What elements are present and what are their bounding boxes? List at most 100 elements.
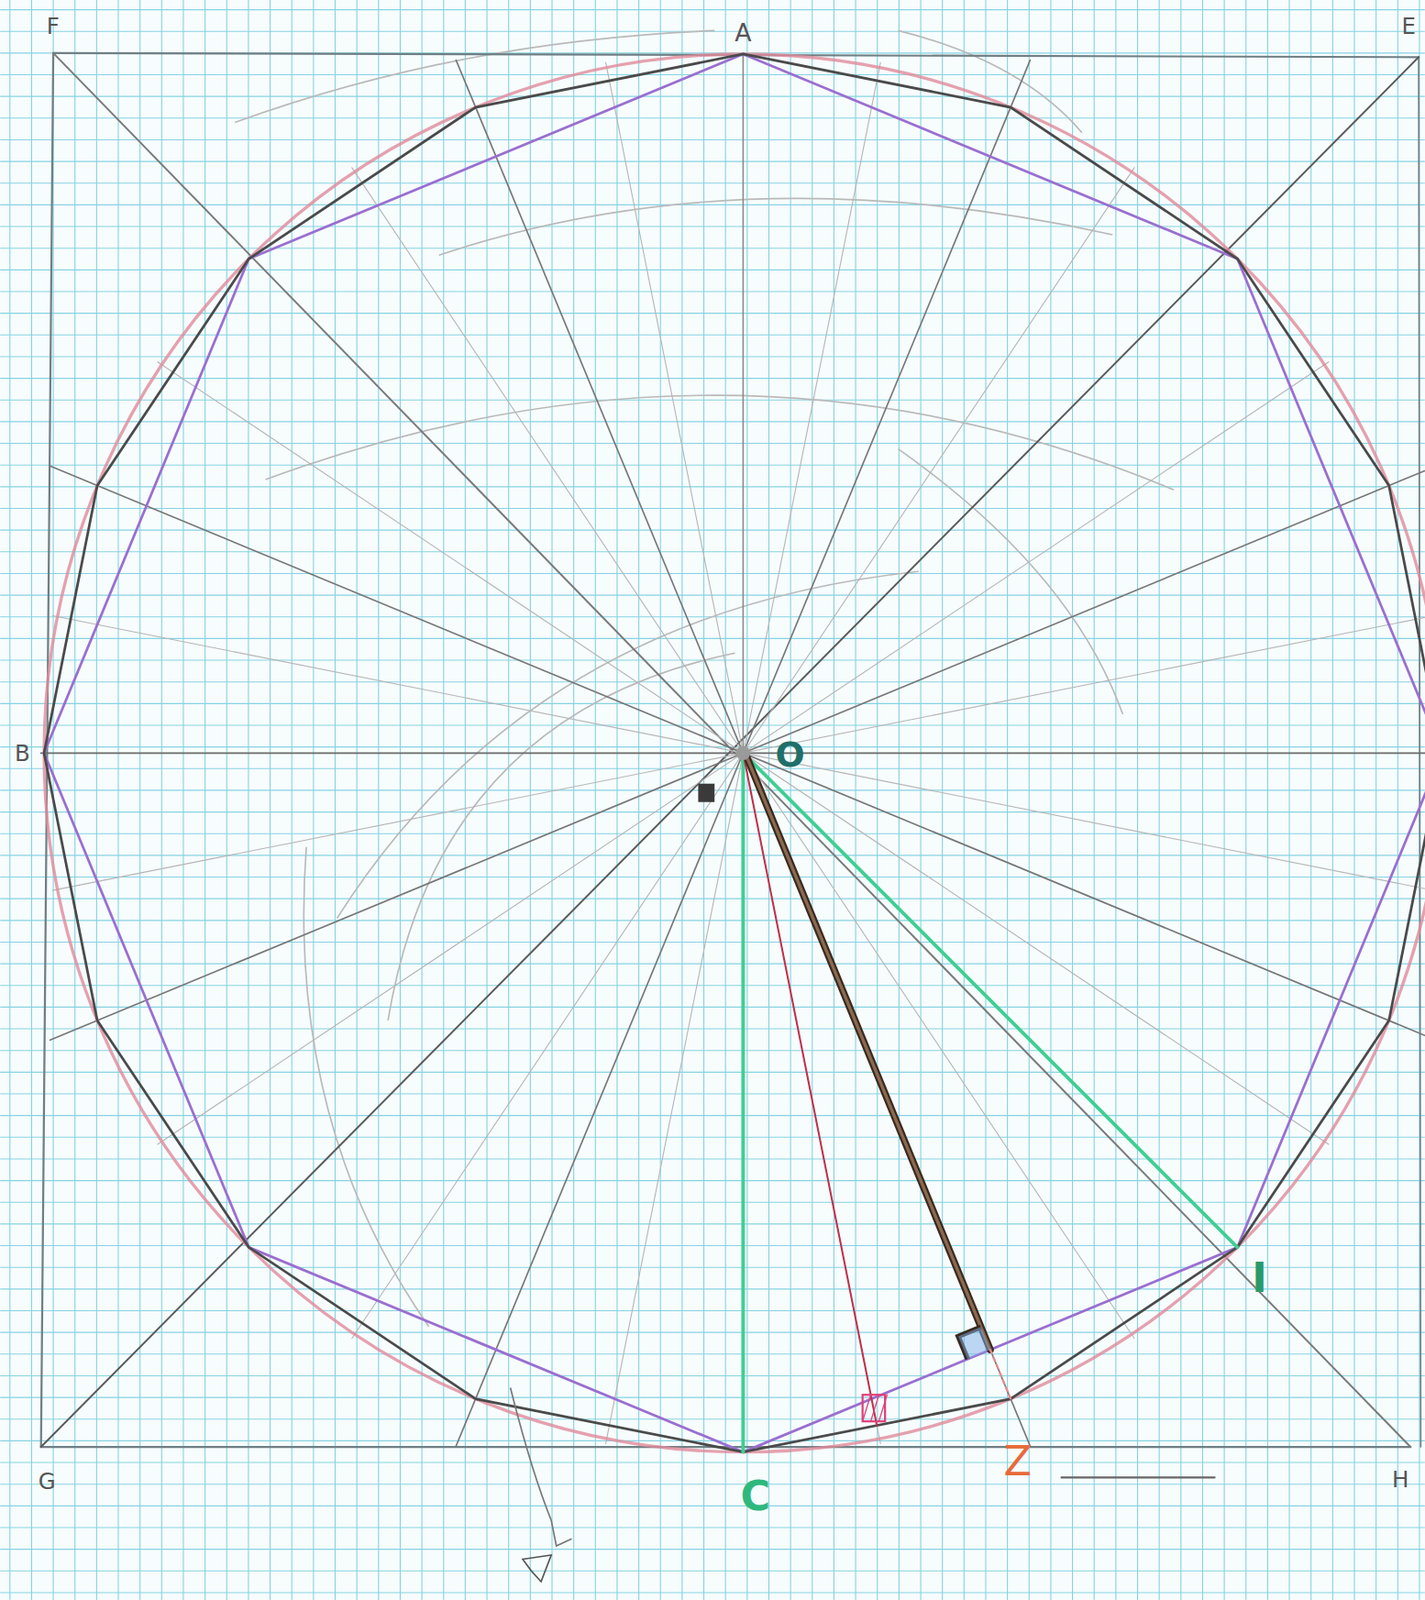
grid-line — [616, 0, 618, 1600]
grid-line — [182, 0, 184, 1600]
construction-line — [1418, 56, 1421, 1448]
point-label: G — [38, 1470, 56, 1493]
grid-line — [0, 1418, 1425, 1420]
grid-line — [0, 1548, 1425, 1550]
grid-line — [161, 0, 163, 1600]
grid-line — [74, 0, 76, 1600]
grid-line — [1245, 0, 1247, 1600]
grid-line — [0, 1288, 1425, 1290]
grid-line — [0, 1332, 1425, 1334]
grid-line — [0, 854, 1425, 856]
grid-line — [0, 204, 1425, 206]
hatched-mark — [862, 1394, 885, 1422]
construction-line — [740, 757, 745, 1453]
grid-line — [941, 0, 943, 1600]
grid-line — [0, 1223, 1425, 1225]
point-label: B — [14, 741, 31, 764]
grid-line — [139, 0, 141, 1600]
grid-line — [1289, 0, 1291, 1600]
construction-line — [52, 615, 1425, 891]
grid-line — [356, 0, 358, 1600]
grid-line — [0, 1267, 1425, 1269]
grid-line — [377, 0, 379, 1600]
grid-line — [0, 530, 1425, 531]
construction-arc — [336, 571, 918, 918]
grid-line — [0, 269, 1425, 271]
grid-line — [0, 290, 1425, 292]
grid-line — [0, 1115, 1425, 1116]
grid-line — [0, 595, 1425, 597]
grid-line — [1418, 0, 1420, 1600]
grid-line — [0, 334, 1425, 336]
grid-line — [421, 0, 423, 1600]
construction-line — [878, 1394, 887, 1422]
center-mark — [697, 784, 715, 803]
grid-line — [0, 1397, 1425, 1399]
grid-line — [0, 226, 1425, 228]
grid-line — [1028, 0, 1030, 1600]
doodle — [522, 1555, 552, 1582]
center-point — [736, 746, 752, 762]
grid-line — [638, 0, 640, 1600]
hexadecagon — [44, 54, 1425, 1453]
grid-line — [0, 1483, 1425, 1485]
grid-line — [573, 0, 575, 1600]
grid-line — [1224, 0, 1226, 1600]
grid-line — [334, 0, 336, 1600]
grid-line — [0, 117, 1425, 119]
grid-line — [0, 1591, 1425, 1593]
grid-line — [0, 508, 1425, 509]
grid-line — [1332, 0, 1334, 1600]
grid-line — [0, 355, 1425, 357]
grid-line — [0, 420, 1425, 422]
grid-line — [0, 573, 1425, 575]
construction-line — [745, 752, 991, 1350]
grid-line — [31, 0, 33, 1600]
grid-line — [1115, 0, 1116, 1600]
grid-line — [0, 876, 1425, 878]
grid-line — [0, 486, 1425, 487]
grid-line — [1353, 0, 1355, 1600]
grid-line — [1375, 0, 1377, 1600]
grid-line — [0, 9, 1425, 11]
grid-line — [768, 0, 770, 1600]
grid-line — [1202, 0, 1204, 1600]
grid-line — [919, 0, 921, 1600]
grid-line — [0, 963, 1425, 965]
grid-line — [1267, 0, 1269, 1600]
construction-line — [871, 1394, 880, 1422]
right-angle-fill — [958, 1326, 991, 1359]
point-label: O — [775, 738, 806, 774]
grid-line — [595, 0, 597, 1600]
grid-line — [0, 96, 1425, 98]
grid-line — [0, 1375, 1425, 1377]
grid-line — [1137, 0, 1138, 1600]
point-label: I — [1251, 1257, 1268, 1299]
grid-line — [0, 833, 1425, 835]
grid-line — [898, 0, 900, 1600]
grid-line — [0, 1461, 1425, 1463]
circle — [44, 54, 1425, 1453]
construction-arc — [898, 30, 1083, 133]
grid-line — [0, 1245, 1425, 1247]
construction-line — [990, 1349, 1011, 1400]
grid-line — [660, 0, 662, 1600]
construction-line — [50, 465, 1425, 1040]
grid-line — [464, 0, 466, 1600]
octagon — [44, 54, 1425, 1453]
grid-line — [0, 442, 1425, 444]
grid-line — [876, 0, 878, 1600]
grid-line — [1093, 0, 1095, 1600]
grid-line — [0, 1028, 1425, 1030]
grid-line — [1006, 0, 1008, 1600]
grid-line — [0, 161, 1425, 163]
construction-line — [52, 615, 1425, 891]
grid-line — [0, 1526, 1425, 1528]
grid-line — [0, 182, 1425, 184]
point-label: C — [740, 1476, 771, 1518]
grid-line — [0, 1049, 1425, 1051]
point-label: F — [46, 15, 60, 38]
grid-line — [0, 551, 1425, 553]
grid-line — [0, 811, 1425, 813]
